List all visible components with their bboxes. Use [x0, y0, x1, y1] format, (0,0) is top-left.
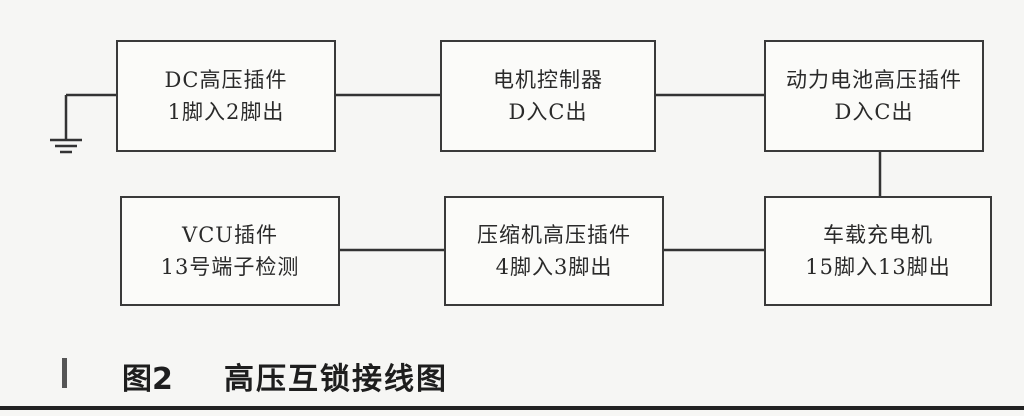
figure-number: 图2	[122, 362, 173, 397]
figure-title: 高压互锁接线图	[224, 362, 448, 397]
vcu-plug-label: VCU插件	[182, 223, 278, 247]
motor-controller-pins: D入C出	[508, 100, 588, 124]
onboard-charger-label: 车载充电机	[823, 223, 933, 247]
figure-caption: 图2 高压互锁接线图	[0, 350, 1024, 406]
bottom-rule	[0, 406, 1024, 410]
vcu-plug-block: VCU插件 13号端子检测	[120, 196, 340, 306]
wiring	[50, 93, 882, 252]
caption-marker	[62, 358, 67, 388]
dc-high-voltage-plug-block: DC高压插件 1脚入2脚出	[116, 40, 336, 152]
motor-controller-block: 电机控制器 D入C出	[440, 40, 656, 152]
compressor-high-voltage-plug-block: 压缩机高压插件 4脚入3脚出	[444, 196, 664, 306]
vcu-plug-detect: 13号端子检测	[160, 255, 300, 279]
onboard-charger-pins: 15脚入13脚出	[805, 255, 951, 279]
battery-high-voltage-plug-block: 动力电池高压插件 D入C出	[764, 40, 984, 152]
compressor-plug-pins: 4脚入3脚出	[495, 255, 613, 279]
compressor-plug-label: 压缩机高压插件	[477, 223, 631, 247]
battery-plug-pins: D入C出	[834, 100, 914, 124]
motor-controller-label: 电机控制器	[493, 68, 603, 92]
onboard-charger-block: 车载充电机 15脚入13脚出	[764, 196, 992, 306]
dc-plug-pins: 1脚入2脚出	[167, 100, 285, 124]
ground-icon	[50, 138, 82, 154]
battery-plug-label: 动力电池高压插件	[786, 68, 962, 92]
dc-plug-label: DC高压插件	[164, 68, 288, 92]
